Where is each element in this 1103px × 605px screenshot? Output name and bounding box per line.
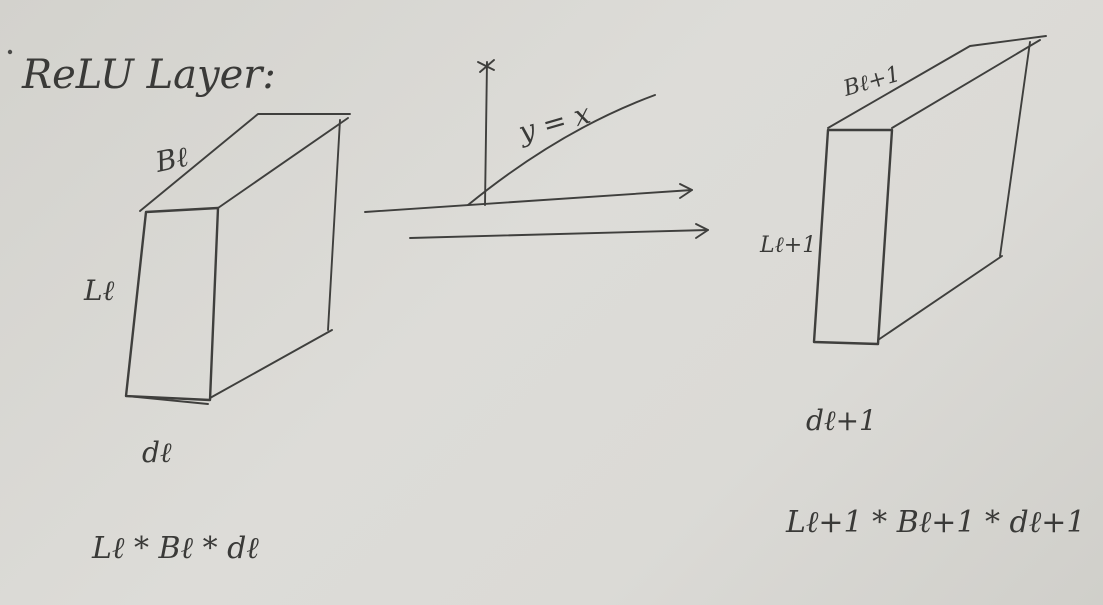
output-block-top-edge xyxy=(827,35,1047,129)
output-block-side-label: Lℓ+1 xyxy=(759,233,816,258)
diagram-title: ReLU Layer: xyxy=(21,52,276,98)
relu-graph xyxy=(364,59,693,213)
input-block-formula: Lℓ * Bℓ * dℓ xyxy=(91,531,259,566)
input-block-side-label: Lℓ xyxy=(83,274,115,307)
output-block-front-face xyxy=(812,128,894,346)
input-block-top-inner-edge xyxy=(217,117,349,209)
input-block-top-edge xyxy=(139,113,351,212)
input-block-bottom-label: dℓ xyxy=(142,436,172,469)
relu-line-label: y = x xyxy=(513,97,594,149)
input-block-bottom-edge xyxy=(209,329,333,399)
bullet-dot xyxy=(7,49,13,55)
input-block-front-face xyxy=(124,206,220,402)
input-block-base xyxy=(125,395,209,405)
transition-arrow-shaft xyxy=(409,229,709,239)
output-block-bottom-label: dℓ+1 xyxy=(806,404,877,437)
transition-arrow xyxy=(409,223,709,239)
relu-x-axis-arrowhead xyxy=(679,183,693,199)
input-block xyxy=(124,113,351,405)
input-block-top-label: Bℓ xyxy=(152,140,192,179)
relu-x-axis xyxy=(364,189,693,213)
relu-y-axis xyxy=(484,61,488,206)
relu-y-axis-tip xyxy=(477,59,495,73)
relu-identity-line xyxy=(467,94,656,206)
output-block-top-label: Bℓ+1 xyxy=(840,62,903,102)
output-block-top-inner-edge xyxy=(891,39,1041,129)
input-block-back-edge xyxy=(327,119,341,331)
output-block-back-edge xyxy=(999,41,1031,257)
output-block xyxy=(812,35,1047,346)
output-block-formula: Lℓ+1 * Bℓ+1 * dℓ+1 xyxy=(785,505,1085,540)
transition-arrow-head xyxy=(695,223,709,239)
output-block-bottom-edge xyxy=(877,255,1003,341)
